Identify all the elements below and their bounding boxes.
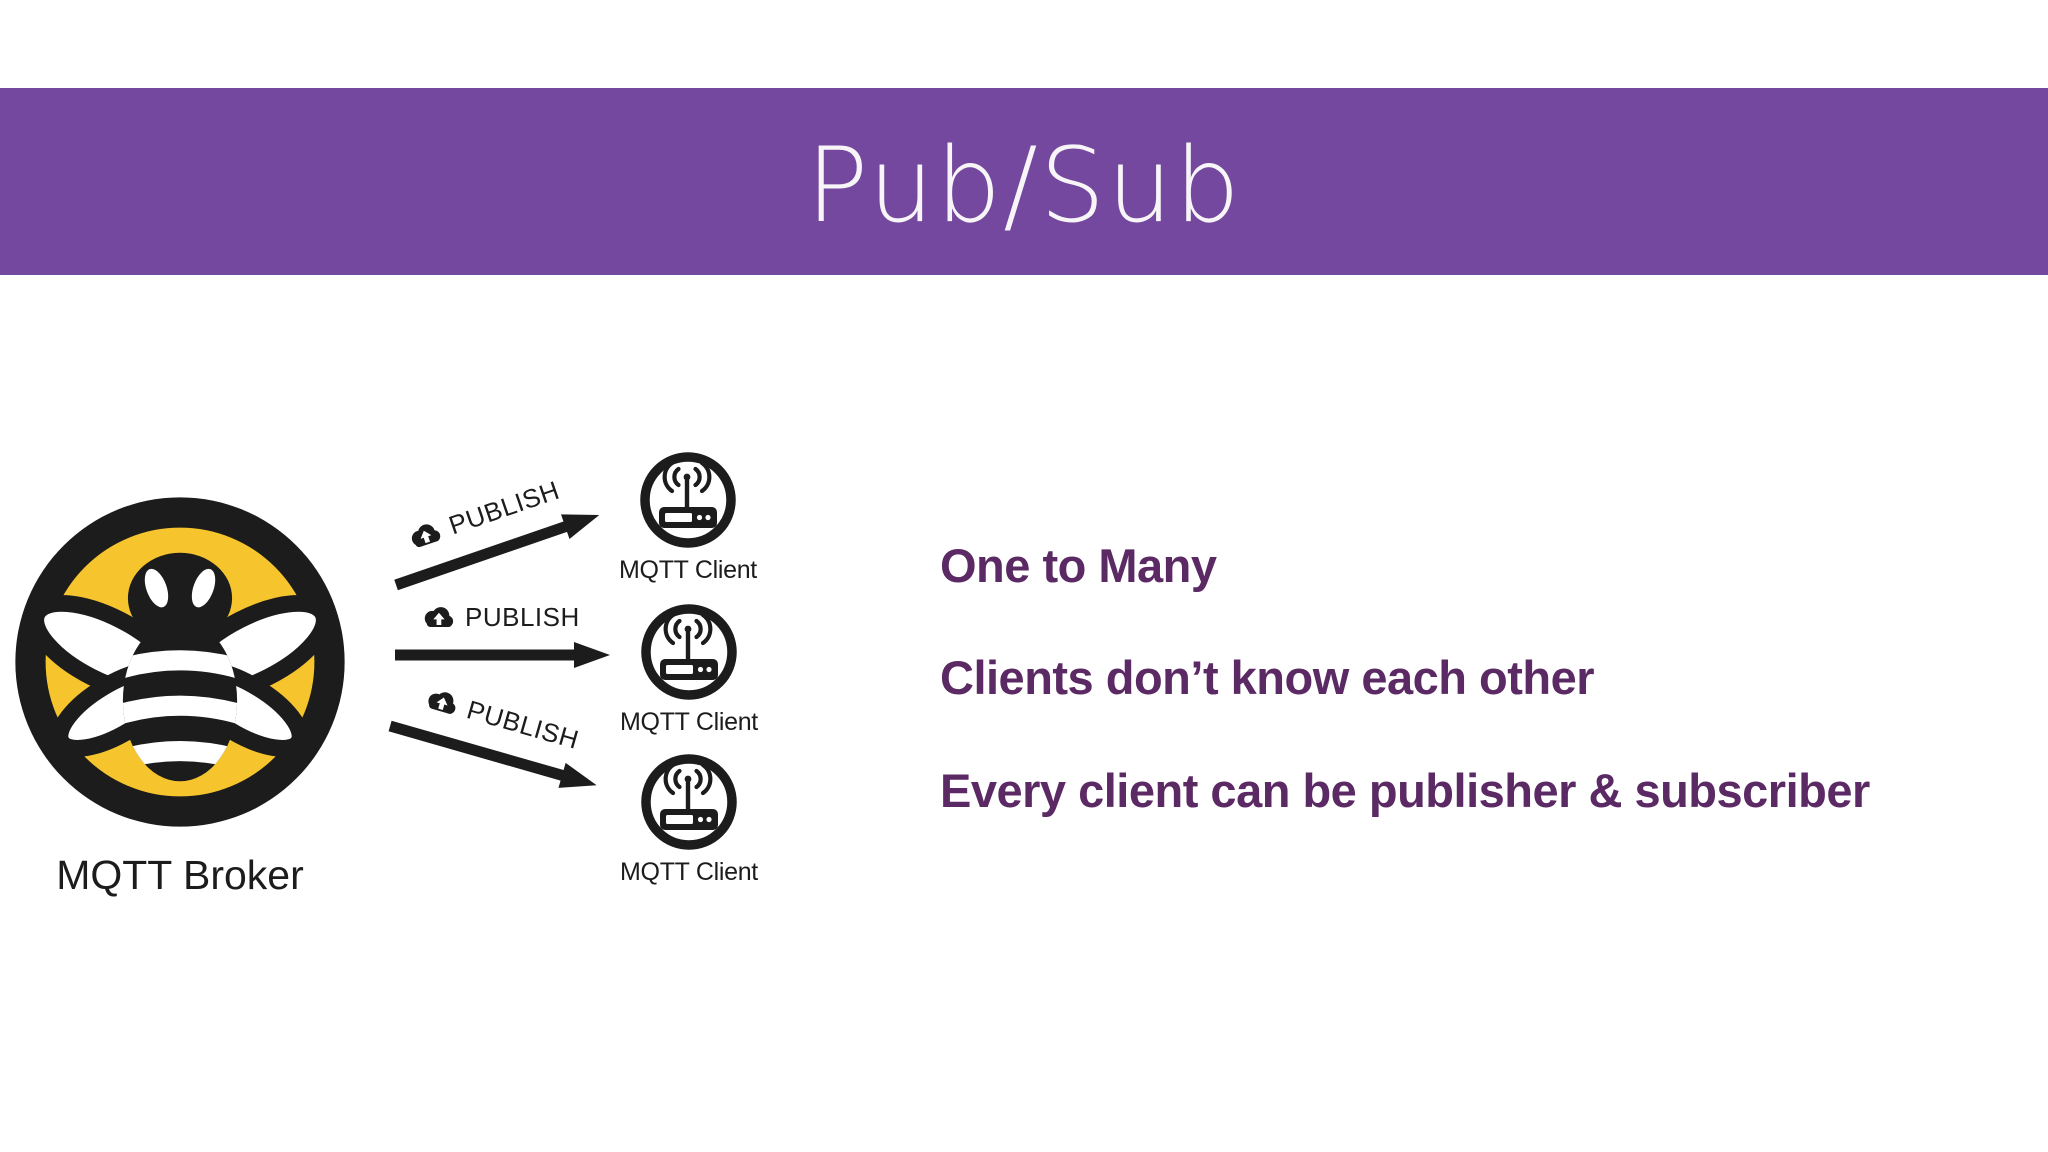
cloud-upload-icon: [424, 606, 454, 627]
publish-arrow: [394, 514, 600, 591]
bee-logo-icon: [15, 497, 345, 827]
bullet-one-to-many: One to Many: [940, 539, 1217, 592]
cloud-upload-icon: [428, 691, 456, 714]
publish-arrow-group-2: PUBLISH: [395, 602, 610, 670]
publish-arrow: [395, 642, 610, 668]
slide-title: Pub/Sub: [806, 125, 1242, 246]
router-icon: [641, 604, 737, 700]
publish-arrow-group-1: PUBLISH: [391, 474, 604, 599]
mqtt-client-1: MQTT Client: [598, 450, 778, 585]
publish-arrow: [388, 720, 597, 788]
publish-arrow-group-3: PUBLISH: [386, 691, 601, 800]
client-label: MQTT Client: [619, 556, 757, 584]
publish-label-3: PUBLISH: [421, 682, 582, 755]
mqtt-client-3: MQTT Client: [599, 752, 779, 887]
client-label: MQTT Client: [620, 708, 758, 736]
mqtt-client-2: MQTT Client: [599, 602, 779, 737]
publish-label-2: PUBLISH: [421, 602, 580, 632]
client-label: MQTT Client: [620, 858, 758, 886]
publish-label-1: PUBLISH: [403, 474, 563, 555]
bullet-clients-dont-know: Clients don’t know each other: [940, 651, 1595, 704]
broker-label: MQTT Broker: [56, 852, 304, 898]
bullet-publisher-subscriber: Every client can be publisher & subscrib…: [940, 764, 1870, 817]
router-icon: [640, 452, 736, 548]
header-band: Pub/Sub: [0, 88, 2048, 275]
cloud-upload-icon: [411, 523, 441, 547]
publish-label-text: PUBLISH: [465, 601, 580, 632]
router-icon: [641, 754, 737, 850]
